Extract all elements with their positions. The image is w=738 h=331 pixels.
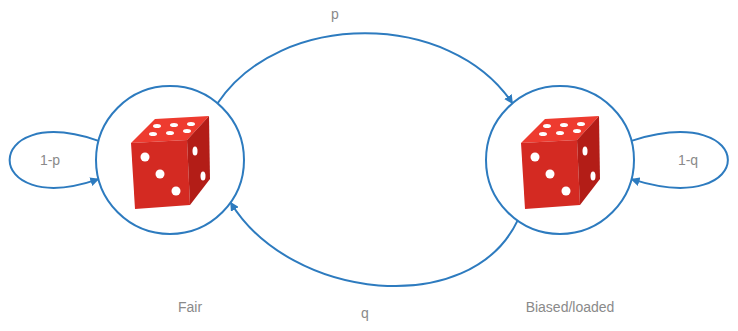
die-pip	[153, 124, 161, 128]
die-pip	[539, 132, 547, 136]
die-front	[131, 140, 190, 209]
die-pip	[166, 131, 174, 135]
state-circle: Fair	[95, 85, 245, 235]
die-pip	[193, 147, 198, 156]
die-pip	[573, 129, 581, 133]
transition-arrow	[10, 132, 99, 188]
die-pip	[149, 132, 157, 136]
die-pip	[583, 147, 588, 156]
transition-probability: 1-p	[38, 152, 62, 168]
state-label: Fair	[178, 299, 202, 315]
die-side	[187, 116, 210, 205]
transition-probability: 1-q	[676, 152, 700, 168]
die-pip	[141, 153, 150, 162]
circle-border	[486, 86, 634, 234]
die-pip	[591, 172, 596, 181]
die-pip	[170, 123, 178, 127]
die-front	[521, 140, 580, 209]
die-pip	[543, 124, 551, 128]
state-circle: Biased/loaded	[485, 85, 635, 235]
die-illustration	[131, 116, 210, 209]
die-side	[577, 116, 600, 205]
die-pip	[187, 122, 195, 126]
die-pip	[156, 170, 165, 179]
die-pip	[577, 122, 585, 126]
transition-arrow	[631, 132, 727, 188]
die-illustration	[521, 116, 600, 209]
state-label: Biased/loaded	[526, 299, 615, 315]
die-pip	[546, 170, 555, 179]
die-pip	[556, 131, 564, 135]
transition-arrow	[231, 202, 518, 286]
transition-probability: q	[359, 305, 371, 321]
die-pip	[531, 153, 540, 162]
die-pip	[172, 187, 181, 196]
die-pip	[201, 172, 206, 181]
transition-probability: p	[329, 6, 341, 22]
circle-border	[96, 86, 244, 234]
circle-outline	[95, 85, 245, 235]
circle-outline	[485, 85, 635, 235]
transition-arrow	[218, 33, 513, 103]
die-pip	[183, 129, 191, 133]
die-pip	[562, 187, 571, 196]
die-pip	[560, 123, 568, 127]
